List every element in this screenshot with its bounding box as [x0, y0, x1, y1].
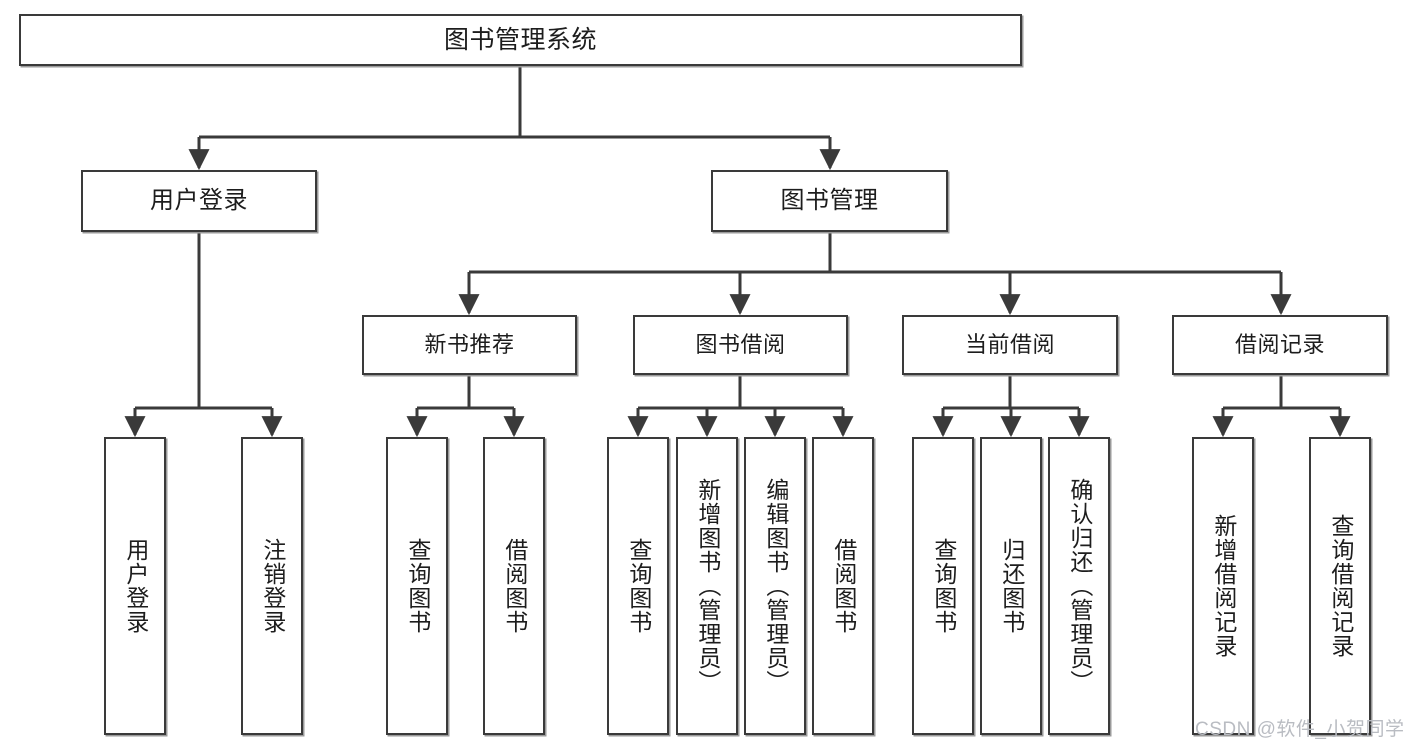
csdn-watermark: CSDN @软件_小贺同学: [1195, 719, 1405, 740]
leaf-borrow-add-book-admin[interactable]: 新增图书（管理员）: [676, 437, 738, 735]
leaf-current-confirm-return-admin[interactable]: 确认归还（管理员）: [1048, 437, 1110, 735]
node-borrow-record[interactable]: 借阅记录: [1172, 315, 1388, 375]
leaf-current-query-book[interactable]: 查询图书: [912, 437, 974, 735]
leaf-borrow-borrow-book[interactable]: 借阅图书: [812, 437, 874, 735]
node-label: 注销登录: [259, 538, 286, 634]
leaf-recommend-borrow-book[interactable]: 借阅图书: [483, 437, 545, 735]
node-label: 借阅图书: [501, 538, 528, 634]
node-label: 图书管理: [780, 186, 879, 214]
node-label: 新书推荐: [424, 331, 515, 357]
node-current-borrow[interactable]: 当前借阅: [902, 315, 1118, 375]
node-label: 图书管理系统: [443, 26, 597, 54]
leaf-record-query-record[interactable]: 查询借阅记录: [1309, 437, 1371, 735]
node-book-borrow[interactable]: 图书借阅: [633, 315, 848, 375]
leaf-user-login-logout[interactable]: 注销登录: [241, 437, 303, 735]
node-label: 新增借阅记录: [1210, 514, 1237, 658]
leaf-borrow-edit-book-admin[interactable]: 编辑图书（管理员）: [744, 437, 806, 735]
node-new-book-recommend[interactable]: 新书推荐: [362, 315, 577, 375]
leaf-recommend-query-book[interactable]: 查询图书: [386, 437, 448, 735]
leaf-record-add-record[interactable]: 新增借阅记录: [1192, 437, 1254, 735]
node-label: 查询图书: [404, 538, 431, 634]
node-label: 归还图书: [998, 538, 1025, 634]
node-label: 用户登录: [122, 538, 149, 634]
node-user-login[interactable]: 用户登录: [81, 170, 317, 232]
node-label: 查询借阅记录: [1327, 514, 1354, 658]
node-label: 借阅记录: [1234, 331, 1325, 357]
leaf-borrow-query-book[interactable]: 查询图书: [607, 437, 669, 735]
node-book-management[interactable]: 图书管理: [711, 170, 948, 232]
node-label: 编辑图书（管理员）: [762, 478, 789, 694]
node-label: 确认归还（管理员）: [1066, 478, 1093, 694]
node-label: 图书借阅: [695, 331, 786, 357]
node-label: 借阅图书: [830, 538, 857, 634]
node-label: 当前借阅: [964, 331, 1055, 357]
node-root-system[interactable]: 图书管理系统: [19, 14, 1022, 66]
node-label: 查询图书: [625, 538, 652, 634]
leaf-current-return-book[interactable]: 归还图书: [980, 437, 1042, 735]
node-label: 新增图书（管理员）: [694, 478, 721, 694]
leaf-user-login-login[interactable]: 用户登录: [104, 437, 166, 735]
node-label: 用户登录: [150, 186, 248, 214]
node-label: 查询图书: [930, 538, 957, 634]
